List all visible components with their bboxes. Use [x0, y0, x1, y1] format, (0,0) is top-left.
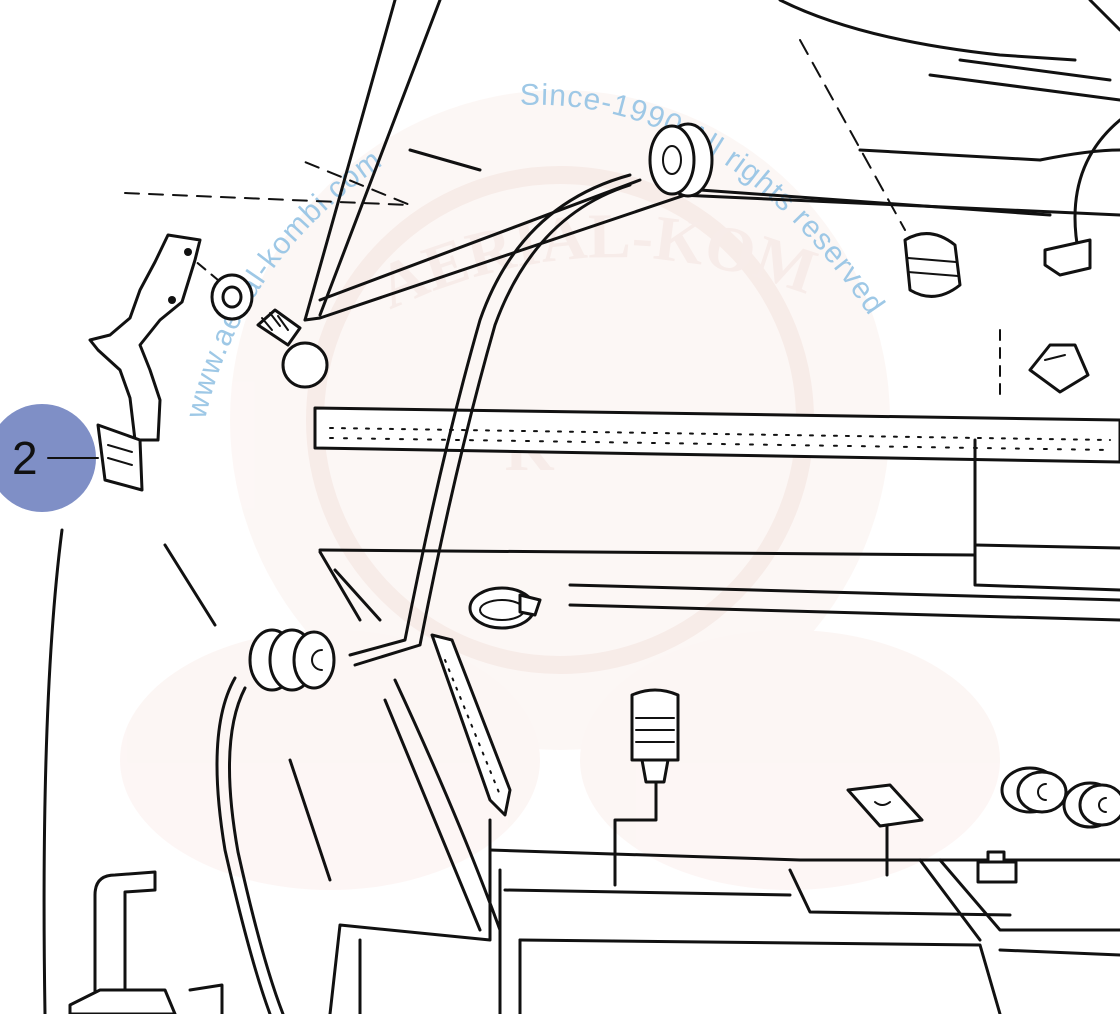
vent-hose — [215, 173, 632, 1014]
grommet-part-2 — [248, 628, 336, 692]
callout-2-label: 2 — [12, 432, 38, 484]
callout-2: 2 — [0, 404, 99, 512]
vehicle-body-outline — [42, 0, 1120, 1014]
round-grommets-part — [1000, 766, 1120, 829]
connector-part — [976, 850, 1018, 884]
hose-clamp-part — [468, 586, 542, 630]
grommet-part — [648, 122, 714, 198]
clip-part — [1028, 238, 1092, 394]
bracket-part — [88, 233, 202, 492]
bolt-part — [210, 273, 329, 389]
bump-stop-part — [903, 232, 962, 298]
handle-part — [68, 870, 224, 1014]
plate-part — [846, 783, 924, 877]
plug-part — [613, 688, 680, 887]
seal-strip-part — [430, 633, 512, 817]
